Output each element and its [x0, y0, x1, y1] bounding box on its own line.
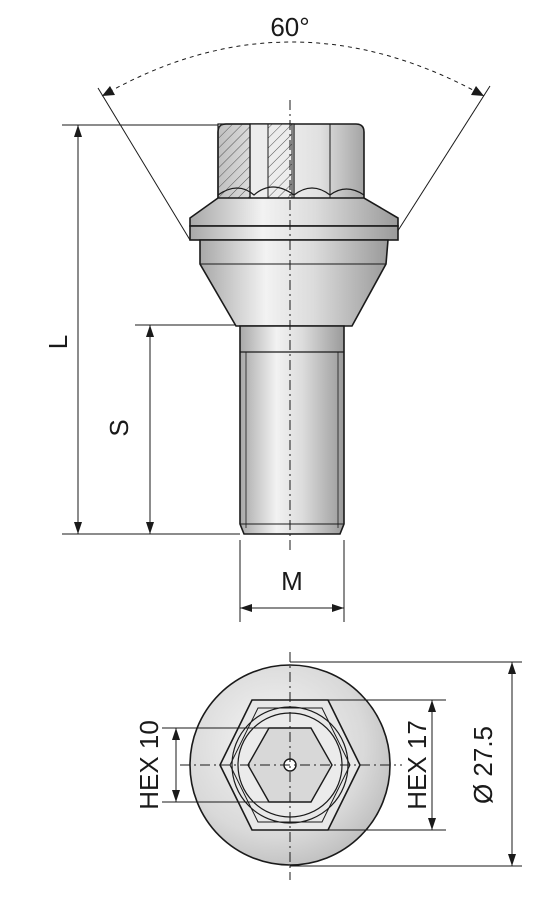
threaded-shank [239, 325, 345, 535]
conical-seat [199, 239, 389, 327]
thread-label: M [281, 566, 303, 596]
length-dimension: L [43, 124, 240, 535]
side-view: 60° L S [43, 12, 491, 622]
hex-inner-dimension: HEX 10 [134, 720, 269, 810]
diameter-label: Ø 27.5 [468, 726, 498, 804]
diameter-dimension: Ø 27.5 [290, 661, 522, 867]
thread-dimension: M [239, 540, 345, 622]
angle-dimension: 60° [97, 12, 491, 241]
flange [189, 197, 399, 241]
hex-outer-dimension: HEX 17 [328, 699, 446, 831]
angle-label: 60° [270, 12, 309, 42]
top-view: HEX 10 HEX 17 Ø 27.5 [134, 652, 522, 880]
shank-length-dimension: S [104, 324, 235, 534]
hex-outer-label: HEX 17 [402, 720, 432, 810]
hex-head [217, 123, 365, 203]
hex-inner-label: HEX 10 [134, 720, 164, 810]
shank-length-label: S [104, 419, 134, 436]
length-label: L [43, 335, 73, 349]
